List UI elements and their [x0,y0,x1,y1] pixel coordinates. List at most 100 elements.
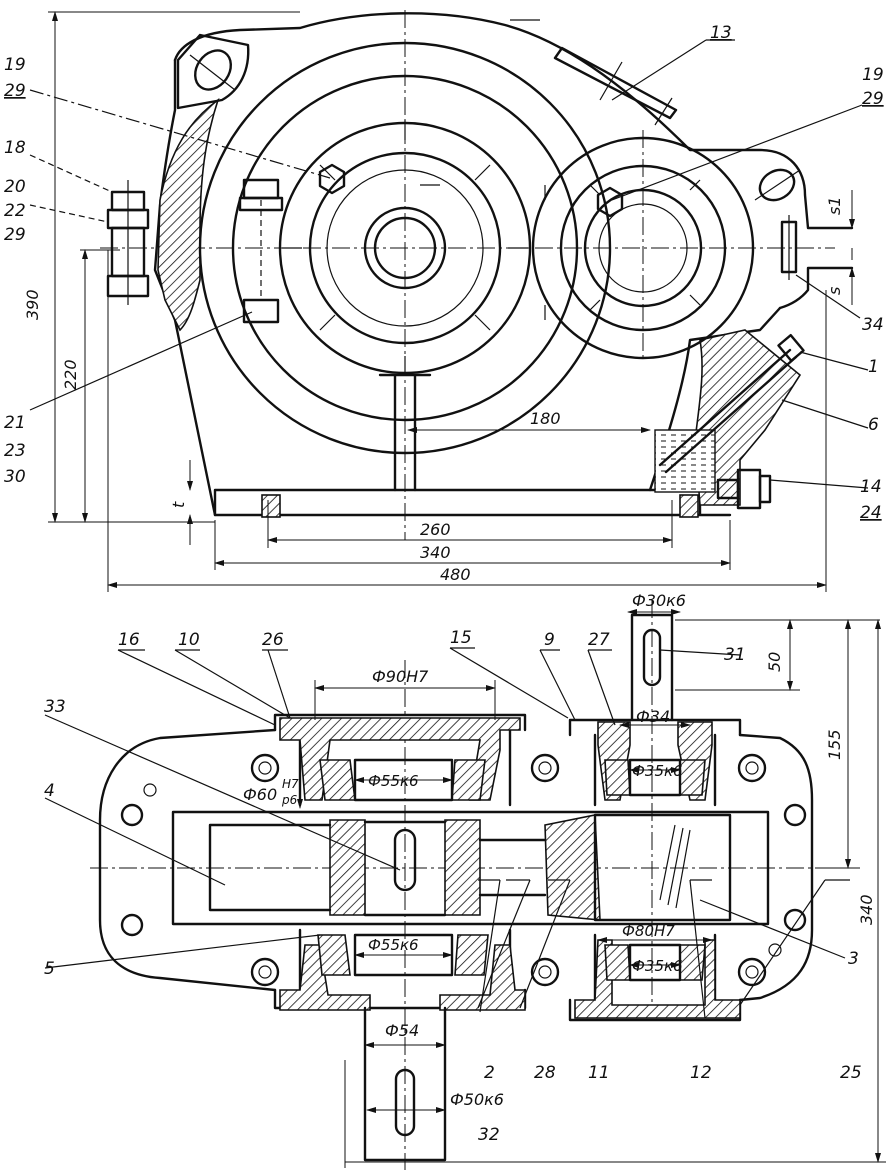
dim-d35k6-top: Ф35к6 [632,762,683,780]
callout-14: 14 [860,477,882,497]
oil-dipstick [658,333,805,474]
output-shaft-end [630,613,674,722]
dim-d55k6-top: Ф55к6 [368,772,419,790]
bearing-boss-bolt [238,178,284,324]
callout-5: 5 [44,959,55,979]
callout-19-right: 19 [862,65,884,85]
parting-plane-marks [420,184,546,320]
callout-18: 18 [4,138,26,158]
plan-leaders [44,647,850,1019]
callout-33: 33 [44,697,66,717]
inspection-cover [553,46,678,120]
dim-480: 480 [440,565,471,584]
callout-34: 34 [862,315,884,335]
callout-3: 3 [848,949,859,969]
wheel-web-section [544,814,601,921]
dim-d55k6-bottom: Ф55к6 [368,936,419,954]
callout-22: 22 [4,201,26,221]
callout-29-right: 29 [862,89,884,109]
inspection-cover-screw-b [654,97,673,126]
callout-27: 27 [588,630,610,650]
drive-keyway [394,1068,416,1137]
callout-19-left: 19 [4,55,26,75]
output-bearings [604,758,706,982]
left-flange-bolt [106,180,150,305]
callout-21: 21 [4,413,26,433]
callout-28: 28 [534,1063,556,1083]
wheel-rim [593,813,732,922]
dim-d60: Ф60 [243,785,277,804]
output-housing-boss [531,136,755,360]
cap-screw-ticks [282,120,701,376]
plan-view [90,600,886,1170]
dim-d34: Ф34 [636,707,670,726]
input-bearings [317,758,489,977]
dim-d54: Ф54 [385,1021,419,1040]
drain-plug [716,468,772,510]
callout-25: 25 [840,1063,862,1083]
output-bearing-cap-outer [559,164,727,332]
callout-11: 11 [588,1063,610,1083]
dim-d60-fit-bottom: р6 [281,793,298,807]
callout-24: 24 [860,503,882,523]
vent-plugs [318,163,624,218]
callout-2: 2 [484,1063,495,1083]
dim-d60-fit-top: Н7 [282,777,299,791]
left-lifting-lug [176,33,250,110]
flange-bolt-holes [120,753,807,987]
input-bearing-cap-mid [308,151,502,345]
output-keyway [642,628,662,687]
input-shaft-end [373,216,437,280]
pinion-gear-section-r [444,819,481,916]
dim-s: s [825,287,844,295]
callout-32: 32 [478,1125,500,1145]
pinion-gear-section [329,819,366,916]
output-bearing-ring [598,203,688,293]
dim-d35k6-bottom: Ф35к6 [632,957,683,975]
dim-s1: s1 [825,196,844,215]
dim-d80H7: Ф80Н7 [622,922,675,940]
dim-d30k6: Ф30к6 [632,591,686,610]
callout-23: 23 [4,441,26,461]
dim-50: 50 [765,652,784,672]
dim-d90H7: Ф90Н7 [372,667,429,686]
helical-teeth-marks [659,824,691,909]
callout-31: 31 [724,645,746,665]
base-foundation-bolts [261,494,699,518]
dim-t: t [169,501,188,508]
input-keyway [393,828,417,892]
plan-flange-outline [98,728,814,1002]
callout-29-left: 29 [4,81,26,101]
gear-mesh-lines [208,823,547,912]
oil-gauge-boss-section [694,329,802,506]
dim-155: 155 [825,729,844,760]
input-outer-arc [198,41,612,455]
left-flange-section [157,97,220,332]
callout-13: 13 [710,23,732,43]
callout-20: 20 [4,177,26,197]
callout-4: 4 [44,781,55,801]
dim-390: 390 [23,289,42,320]
dim-d50k6: Ф50к6 [450,1090,504,1109]
housing-left-side [153,58,217,517]
input-housing-boss [231,74,579,422]
output-bearing-boss-top [568,718,742,807]
plan-dimensions [297,609,886,1168]
inspection-cover-screw-a [599,61,623,101]
callout-1: 1 [868,357,879,377]
callout-6: 6 [868,415,879,435]
input-shaft-end [363,1006,447,1162]
housing-base-edge [213,488,732,517]
dim-220: 220 [61,359,80,390]
input-shaft-bore [363,206,447,290]
left-lug-hole [193,49,233,91]
callout-9: 9 [544,630,555,650]
callout-12: 12 [690,1063,712,1083]
front-leaders [29,19,869,489]
dim-260: 260 [420,520,451,539]
callout-29-bolt: 29 [4,225,26,245]
input-bearing-cap-inner [326,169,484,327]
callout-15: 15 [450,628,472,648]
input-shaft-plan [363,820,447,917]
dim-340-plan: 340 [857,894,876,925]
